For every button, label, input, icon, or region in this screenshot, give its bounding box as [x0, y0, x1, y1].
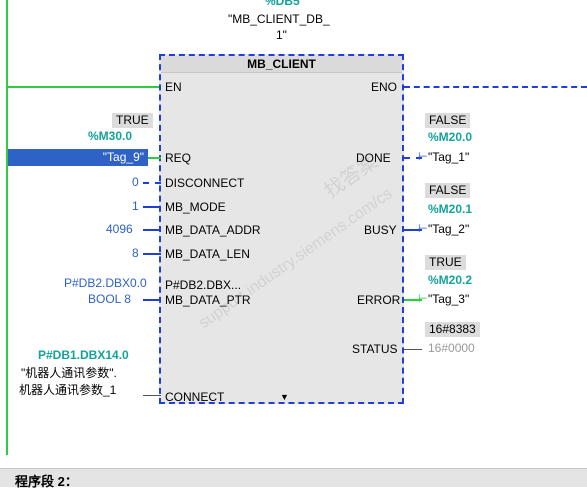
segment-label: 程序段 2：: [15, 474, 78, 489]
db-address: %DB5: [265, 0, 300, 8]
error-wire: [404, 299, 422, 301]
network-segment-bar[interactable]: 程序段 2：: [0, 468, 587, 489]
pin-en: EN: [165, 80, 182, 94]
pin-mb-data-addr: MB_DATA_ADDR: [165, 223, 261, 237]
busy-address: %M20.1: [428, 202, 473, 216]
req-wire: [148, 157, 161, 159]
db-name-line1: "MB_CLIENT_DB_: [228, 12, 330, 26]
error-address: %M20.2: [428, 273, 473, 287]
req-status-badge: TRUE: [112, 113, 153, 128]
error-arrow-icon: ⊢: [418, 293, 428, 305]
req-address: %M30.0: [88, 129, 133, 143]
done-link: [404, 157, 422, 159]
eno-dashed-line: [404, 86, 587, 88]
pin-mb-data-ptr: MB_DATA_PTR: [165, 293, 251, 307]
mb-data-len-link: [143, 253, 161, 255]
busy-link: [404, 229, 422, 231]
ptr-link: [143, 299, 161, 301]
mb-data-len-value[interactable]: 8: [132, 246, 139, 260]
error-tag[interactable]: "Tag_3": [428, 292, 470, 306]
mb-client-block[interactable]: MB_CLIENT: [159, 54, 404, 404]
pin-ptr-value: P#DB2.DBX...: [165, 278, 242, 292]
busy-arrow-icon: ⊢: [418, 223, 428, 235]
pin-disconnect: DISCONNECT: [165, 176, 245, 190]
busy-tag[interactable]: "Tag_2": [428, 222, 470, 236]
busy-status-badge: FALSE: [425, 183, 471, 198]
pin-mb-data-len: MB_DATA_LEN: [165, 247, 250, 261]
mb-data-addr-link: [143, 229, 161, 231]
error-status-badge: TRUE: [425, 255, 466, 270]
pin-eno: ENO: [371, 80, 398, 94]
ptr-value-line2[interactable]: BOOL 8: [88, 292, 131, 306]
disconnect-value[interactable]: 0: [132, 175, 139, 189]
done-address: %M20.0: [428, 130, 473, 144]
status-link: [404, 349, 422, 350]
pin-error: ERROR: [357, 293, 401, 307]
connect-line1[interactable]: "机器人通讯参数".: [21, 366, 117, 380]
pin-connect: CONNECT: [165, 390, 225, 404]
en-wire: [6, 86, 161, 88]
block-title: MB_CLIENT: [161, 56, 402, 73]
expand-arrow-icon[interactable]: ▼: [280, 392, 289, 402]
pin-mb-mode: MB_MODE: [165, 200, 226, 214]
pin-req: REQ: [165, 151, 192, 165]
pin-busy: BUSY: [364, 223, 397, 237]
done-tag[interactable]: "Tag_1": [428, 150, 470, 164]
mb-mode-value[interactable]: 1: [132, 199, 139, 213]
mb-data-addr-value[interactable]: 4096: [106, 222, 133, 236]
connect-link: [143, 395, 161, 396]
ptr-value-line1[interactable]: P#DB2.DBX0.0: [64, 276, 147, 290]
db-name-line2: 1": [276, 28, 287, 42]
status-default[interactable]: 16#0000: [428, 341, 475, 355]
pin-status: STATUS: [352, 342, 398, 356]
req-tag-field[interactable]: "Tag_9": [8, 149, 148, 166]
done-arrow-icon: ⊢: [418, 151, 428, 163]
pin-done: DONE: [356, 151, 391, 165]
disconnect-link: [143, 182, 161, 184]
mb-mode-link: [143, 206, 161, 208]
connect-line2[interactable]: 机器人通讯参数_1: [19, 383, 117, 397]
power-rail: [6, 0, 8, 455]
status-value-badge: 16#8383: [425, 322, 480, 337]
connect-address: P#DB1.DBX14.0: [38, 348, 129, 362]
done-status-badge: FALSE: [425, 113, 471, 128]
